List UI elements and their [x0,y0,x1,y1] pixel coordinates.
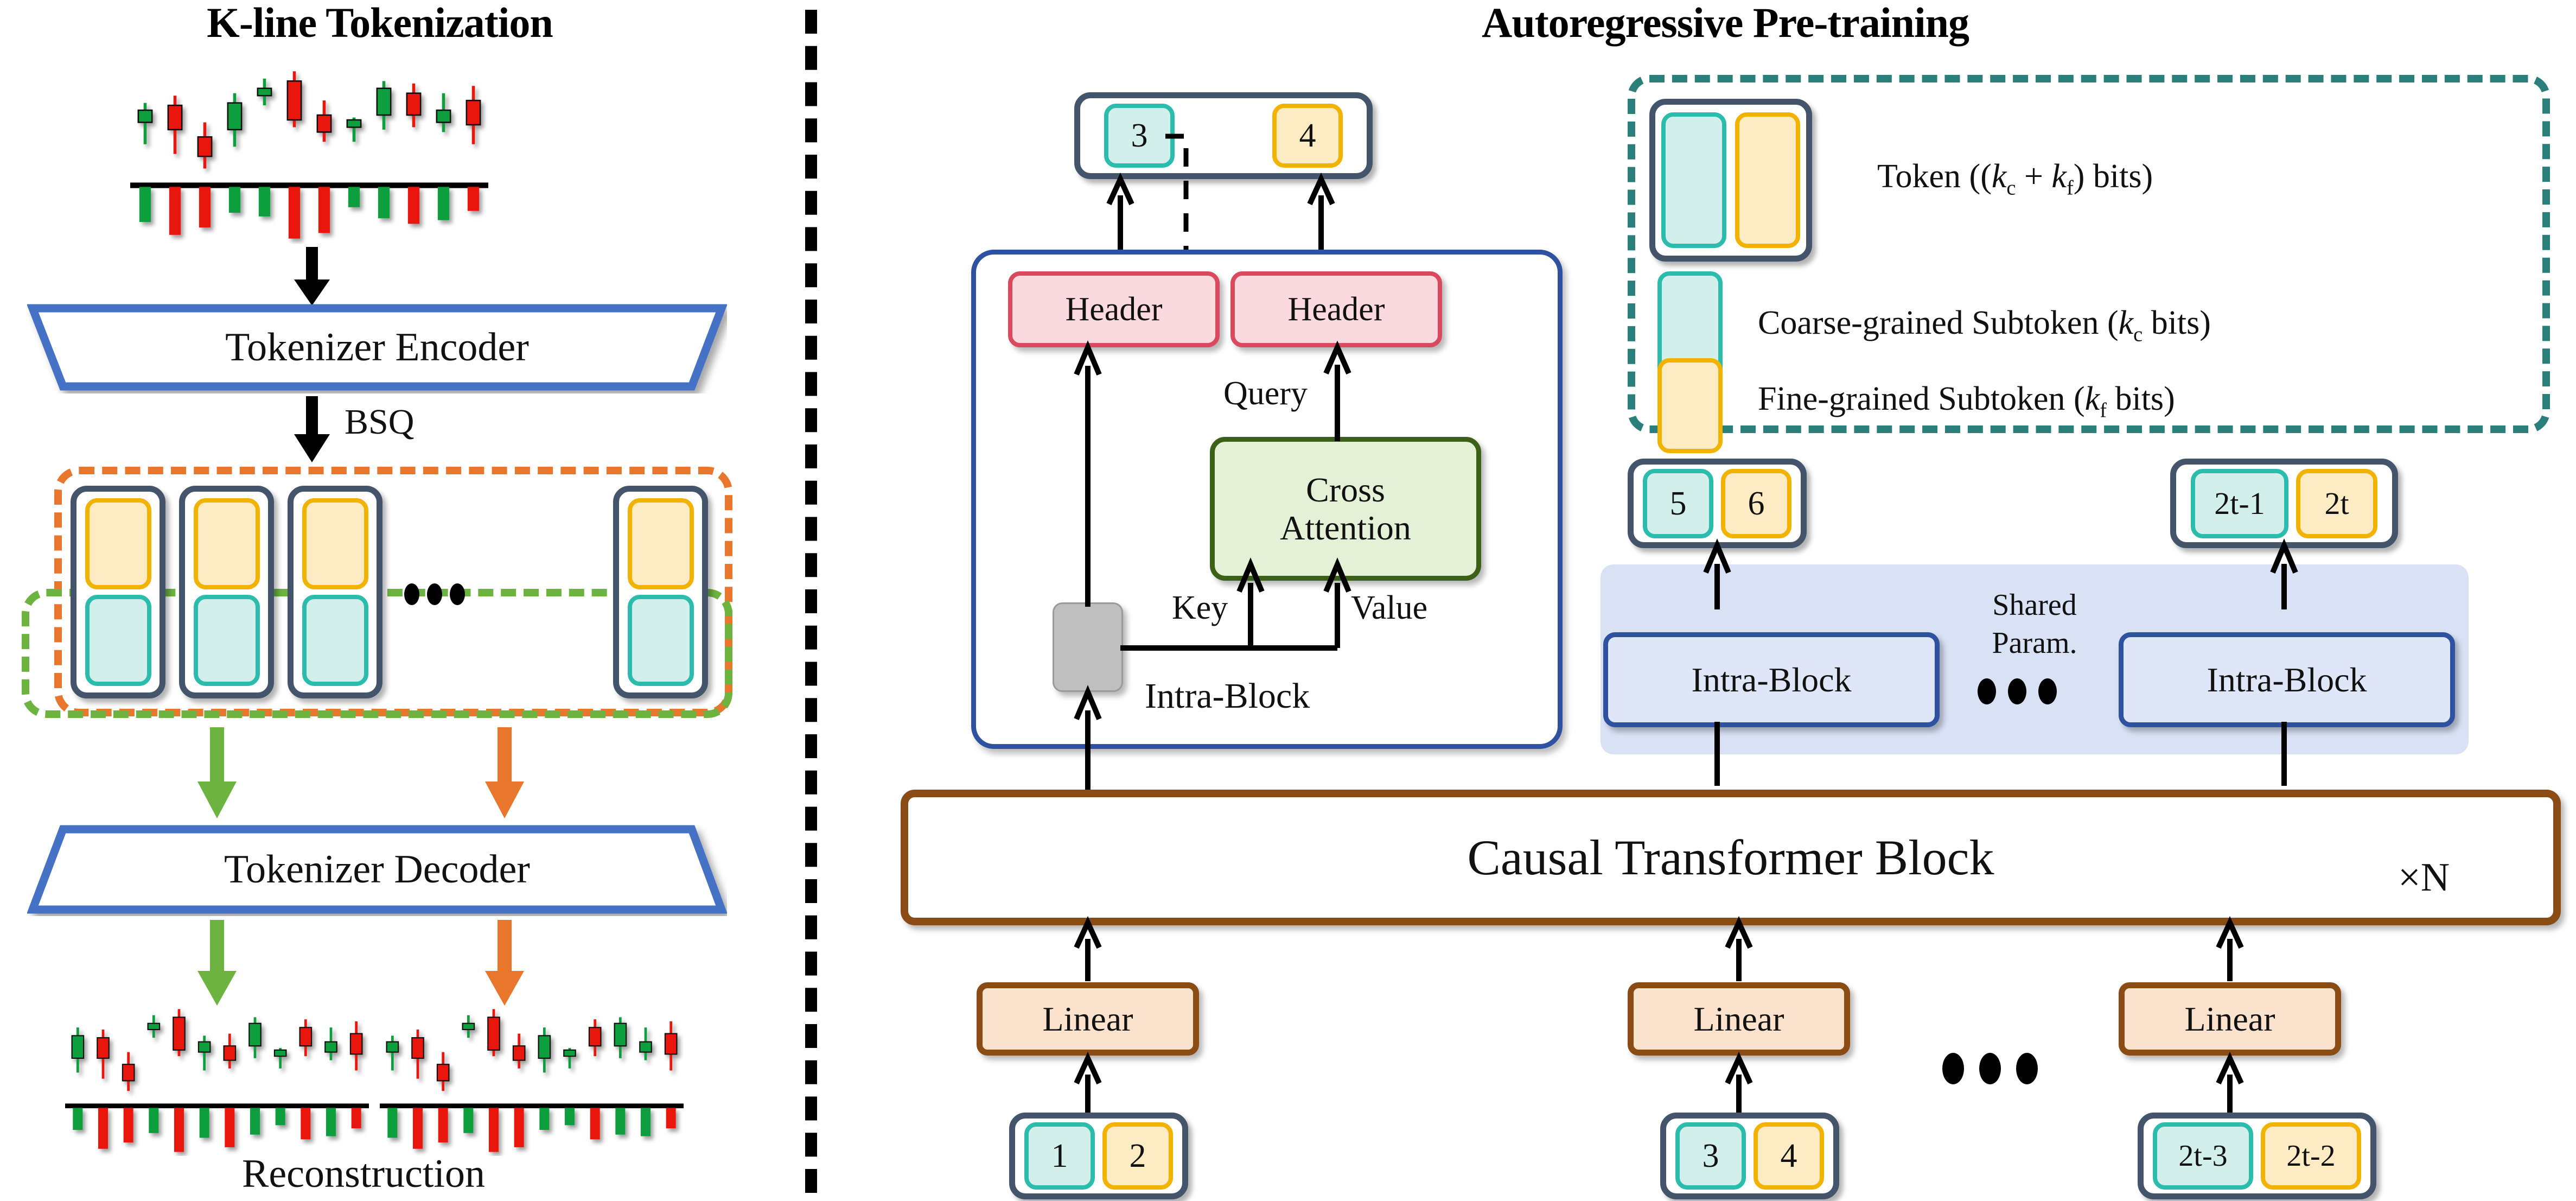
token-stack-item-coarse [302,595,368,686]
reconstruction-chart-right [380,999,684,1156]
shared-param-label-line1: Shared [1992,588,2077,622]
output-token-fine: 4 [1272,104,1343,168]
key-value-bus [1120,557,1402,662]
legend-label-coarse: Coarse-grained Subtoken (kc bits) [1758,304,2211,346]
arrow-transformer-to-intra-detail [1069,685,1107,800]
token-stack [71,486,716,700]
legend-swatch-fine [1657,358,1723,453]
arrow-coarse-to-decoder [190,727,244,819]
shared-row-token-mid-fine: 6 [1721,468,1791,538]
shared-row-token-last-fine: 2t [2296,468,2377,538]
cross-attention-line1: Cross [1306,471,1385,510]
token-stack-item-fine [627,498,694,589]
shared-row-token-last[interactable]: 2t-1 2t [2170,459,2398,548]
causal-transformer-label: Causal Transformer Block [1467,830,1994,885]
token-stack-item-coarse [193,595,260,686]
legend-label-fine: Fine-grained Subtoken (kf bits) [1758,380,2175,422]
header-box-right[interactable]: Header [1230,271,1442,347]
input-token-2[interactable]: 3 4 [1660,1113,1839,1199]
panel-divider [805,10,817,1193]
arrow-state-to-header-left [1069,340,1107,608]
token-stack-item[interactable] [613,486,708,698]
legend-panel [1628,75,2550,433]
arrow-header-left-to-token [1101,172,1139,255]
reconstruction-chart-left [65,999,369,1156]
header-box-left[interactable]: Header [1008,271,1220,347]
legend-label-token: Token ((kc + kf) bits) [1877,158,2153,200]
intra-block-right[interactable]: Intra-Block [2119,632,2455,727]
intra-block-left[interactable]: Intra-Block [1603,632,1940,727]
input-row-ellipsis [1942,1053,2038,1084]
arrow-encoder-to-tokens [282,396,342,464]
shared-row-token-mid[interactable]: 5 6 [1628,459,1807,548]
input-token-3-fine: 2t-2 [2261,1122,2361,1190]
legend-token-coarse-swatch [1661,112,1726,248]
arrow-linear2-to-transformer [1720,916,1758,982]
cross-attention-line2: Attention [1280,508,1411,547]
causal-transformer-repeat-label: ×N [2398,855,2450,900]
arrow-linear1-to-transformer [1069,916,1107,982]
linear-box-1[interactable]: Linear [977,982,1199,1056]
causal-transformer-block[interactable]: Causal Transformer Block [901,790,2561,925]
tokenizer-decoder-box[interactable]: Tokenizer Decoder [27,825,727,914]
token-stack-item-fine [302,498,368,589]
linear-box-2[interactable]: Linear [1628,982,1850,1056]
legend-swatch-token-pair [1649,99,1812,262]
arrow-intra-right-to-token-last [2265,538,2303,611]
token-stack-item[interactable] [71,486,165,698]
arrow-transformer-to-intra-right [2265,722,2303,787]
output-token-coarse: 3 [1104,104,1175,168]
query-label: Query [1223,375,1308,412]
token-stack-item-coarse [85,595,151,686]
input-token-1[interactable]: 1 2 [1009,1113,1188,1199]
arrow-header-right-to-token [1302,172,1340,255]
input-token-1-fine: 2 [1102,1122,1173,1190]
arrow-decoder-to-recon-right [477,920,532,1007]
page-title-left: K-line Tokenization [207,0,553,46]
page-title-right: Autoregressive Pre-training [1482,0,1969,46]
token-stack-item-fine [193,498,260,589]
input-token-3[interactable]: 2t-3 2t-2 [2138,1113,2376,1199]
bsq-label: BSQ [345,402,415,442]
token-stack-item-fine [85,498,151,589]
key-label: Key [1172,589,1228,626]
input-token-2-coarse: 3 [1675,1122,1746,1190]
linear-box-3[interactable]: Linear [2119,982,2341,1056]
input-candlestick-chart [130,60,488,244]
arrow-transformer-to-intra-left [1698,722,1736,787]
legend-token-fine-swatch [1735,112,1800,248]
output-token[interactable]: 3 4 [1074,92,1373,179]
token-stack-item[interactable] [288,486,382,698]
value-label: Value [1351,589,1428,626]
token-stack-item-coarse [627,595,694,686]
tokenizer-encoder-box[interactable]: Tokenizer Encoder [27,304,727,391]
arrow-linear3-to-transformer [2211,916,2249,982]
arrow-chart-to-encoder [282,247,342,307]
intra-block-caption: Intra-Block [1145,676,1310,716]
arrow-decoder-to-recon-left [190,920,244,1007]
shared-param-ellipsis [1978,678,2057,704]
tokenizer-encoder-label: Tokenizer Encoder [225,325,529,370]
arrow-fine-to-decoder [477,727,532,819]
token-stack-ellipsis [404,583,465,605]
reconstruction-label: Reconstruction [241,1151,485,1196]
arrow-intra-left-to-token-mid [1698,538,1736,611]
token-stack-item[interactable] [179,486,274,698]
shared-row-token-last-coarse: 2t-1 [2191,468,2288,538]
shared-param-label-line2: Param. [1992,626,2077,660]
arrow-cross-to-header-right [1318,340,1356,442]
input-token-3-coarse: 2t-3 [2153,1122,2253,1190]
hidden-state-box [1053,602,1123,692]
input-token-1-coarse: 1 [1024,1122,1095,1190]
input-token-2-fine: 4 [1754,1122,1824,1190]
tokenizer-decoder-label: Tokenizer Decoder [224,847,530,892]
shared-row-token-mid-coarse: 5 [1643,468,1713,538]
